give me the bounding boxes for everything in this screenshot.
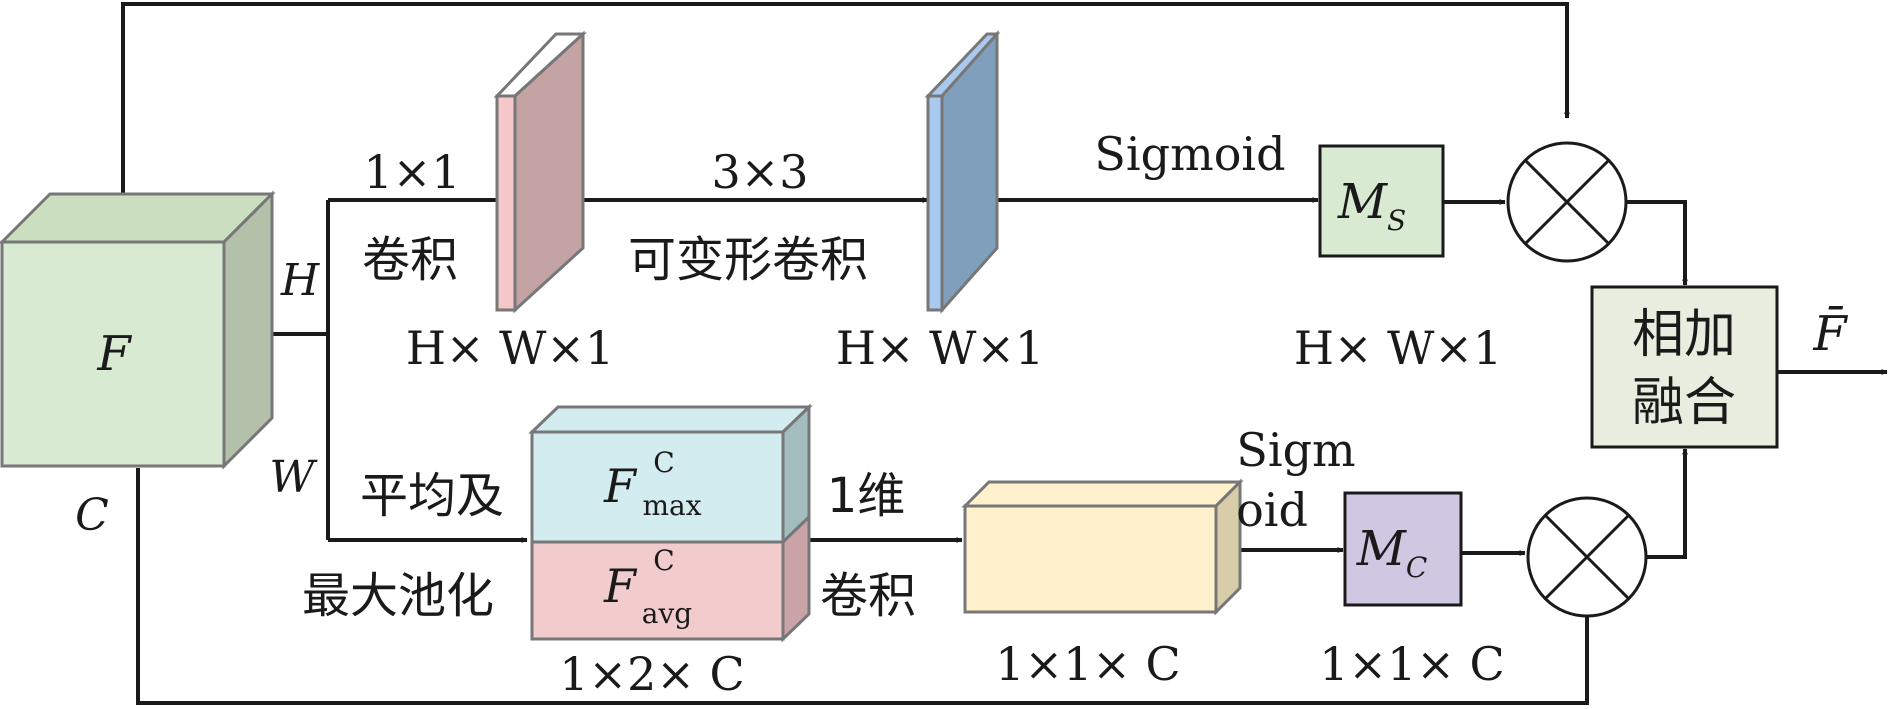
channel-sigmoid-top: Sigm [1236,423,1355,477]
channel-sigmoid-bottom: oid [1236,483,1308,537]
fusion-box [1590,285,1779,449]
ms-box [1318,144,1445,258]
arrow-mult-bottom-to-fusion [1646,448,1688,559]
fmax-box [530,430,785,544]
skip-line-top [121,2,1570,196]
favg-box [530,540,785,641]
input-dim-w: W [269,452,318,503]
input-dim-c: C [75,490,109,541]
fusion-label-line1: 相加 [1632,305,1736,365]
skip-line-bottom [136,468,1590,705]
input-symbol: F [96,326,132,382]
fusion-label-line2: 融合 [1632,373,1736,433]
pool-label-top: 平均及 [360,468,504,524]
pool-label-bottom: 最大池化 [302,568,494,624]
fmax-sub: max [642,489,701,522]
fmax-label: F [603,459,638,513]
deform-kernel-label: 3×3 [711,145,808,199]
spatial-size-1: H× W×1 [406,321,614,375]
conv1d-size-label: 1×1× C [995,637,1180,691]
spatial-sigmoid-label: Sigmoid [1094,127,1285,181]
spatial-size-2: H× W×1 [836,321,1044,375]
output-symbol: F̄ [1812,304,1848,362]
conv1d-label-top: 1维 [827,468,906,524]
spatial-size-3: H× W×1 [1294,321,1502,375]
conv1-name-label: 卷积 [362,232,458,288]
ms-label: MS [1337,174,1406,237]
favg-label: F [603,559,638,613]
conv1d-output-box [961,478,1244,616]
favg-sup: C [653,544,674,577]
mc-box [1343,491,1463,607]
deform-conv-label: 可变形卷积 [628,232,868,288]
conv1d-label-bottom: 卷积 [820,568,916,624]
input-feature-cube [0,190,276,470]
stack-size-label: 1×2× C [559,647,744,701]
input-cube-front [0,240,226,468]
conv1-kernel-label: 1×1 [363,145,460,199]
deform-output-slab [924,30,1001,314]
pooled-stack [528,403,813,643]
conv1-output-slab [493,30,587,314]
input-cube-side [222,190,274,470]
arrow-mult-top-to-fusion [1627,200,1688,286]
multiply-icon-top [1506,141,1628,263]
input-dim-h: H [280,255,321,306]
multiply-icon-bottom [1526,496,1648,618]
favg-sub: avg [642,597,693,630]
mc-label: MC [1356,521,1428,584]
fmax-sup: C [653,446,674,479]
mc-size-label: 1×1× C [1319,637,1504,691]
